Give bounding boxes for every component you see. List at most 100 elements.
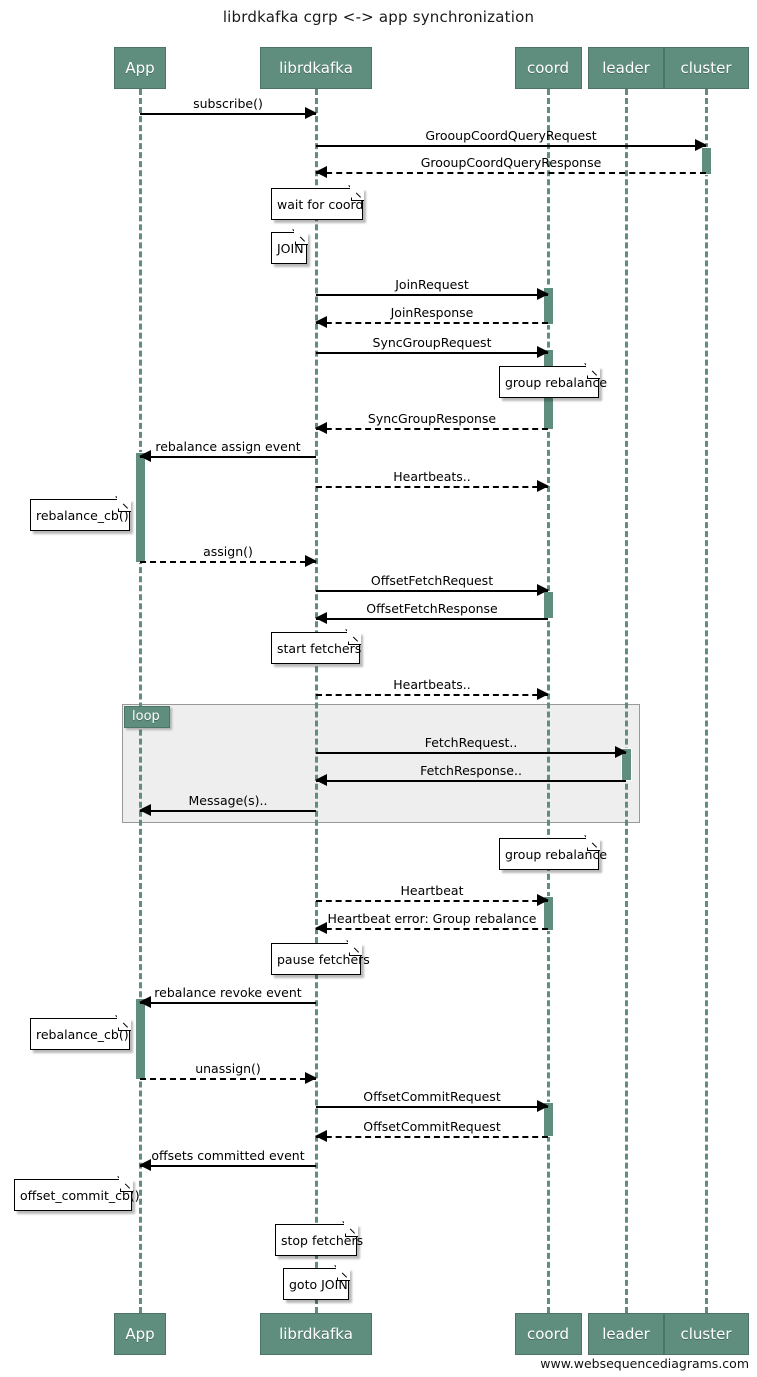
message-arrow: Heartbeats.. bbox=[316, 469, 549, 492]
arrow-line bbox=[316, 352, 548, 354]
message-arrow: offsets committed event bbox=[139, 1148, 316, 1171]
message-label: Heartbeat error: Group rebalance bbox=[327, 911, 537, 926]
note: offset_commit_cb() bbox=[14, 1177, 140, 1211]
message-label: OffsetCommitRequest bbox=[363, 1119, 501, 1134]
message-arrow: GrooupCoordQueryResponse bbox=[315, 155, 706, 178]
arrow-line bbox=[140, 561, 316, 563]
message-arrow: assign() bbox=[140, 544, 317, 567]
arrow-head-right bbox=[537, 584, 549, 596]
arrow-line bbox=[316, 900, 548, 902]
note-label: rebalance_cb() bbox=[36, 1026, 129, 1042]
note: stop fetchers bbox=[275, 1222, 363, 1256]
arrow-line bbox=[140, 1165, 316, 1167]
message-label: OffsetFetchRequest bbox=[370, 573, 494, 588]
fragment-label-loop: loop bbox=[124, 706, 170, 728]
message-arrow: subscribe() bbox=[140, 96, 317, 119]
note-fold-corner-icon bbox=[117, 497, 131, 512]
message-label: assign() bbox=[203, 544, 253, 559]
message-label: JoinResponse bbox=[390, 305, 474, 320]
arrow-line bbox=[140, 456, 316, 458]
arrow-head-right bbox=[537, 480, 549, 492]
note-label: pause fetchers bbox=[277, 951, 370, 967]
note-fold-corner-icon bbox=[119, 1177, 133, 1192]
watermark-footer: www.websequencediagrams.com bbox=[540, 1356, 749, 1371]
note: wait for coord bbox=[271, 186, 364, 220]
arrow-head-left bbox=[139, 450, 151, 462]
note-label: group rebalance bbox=[505, 374, 608, 390]
participant-bottom-coord[interactable]: coord bbox=[514, 1313, 582, 1355]
note-fold-corner-icon bbox=[294, 230, 308, 245]
arrow-line bbox=[316, 172, 706, 174]
message-arrow: Heartbeats.. bbox=[316, 677, 549, 700]
arrow-head-right bbox=[537, 346, 549, 358]
participant-bottom-librdkafka[interactable]: librdkafka bbox=[260, 1313, 372, 1355]
message-arrow: OffsetFetchResponse bbox=[315, 601, 548, 624]
message-arrow: rebalance assign event bbox=[139, 439, 316, 462]
note-fold-corner-icon bbox=[336, 1266, 350, 1281]
arrow-line bbox=[140, 1002, 316, 1004]
participant-top-leader[interactable]: leader bbox=[588, 47, 664, 89]
participant-bottom-leader[interactable]: leader bbox=[588, 1313, 664, 1355]
lifeline-leader bbox=[625, 89, 628, 1313]
note: group rebalance bbox=[499, 836, 607, 870]
note-fold-corner-icon bbox=[348, 941, 362, 956]
message-arrow: JoinRequest bbox=[316, 277, 549, 300]
note-fold-corner-icon bbox=[586, 836, 600, 851]
arrow-head-left bbox=[315, 1130, 327, 1142]
message-arrow: unassign() bbox=[140, 1061, 317, 1084]
lifeline-librdkafka bbox=[315, 89, 318, 1313]
participant-top-cluster[interactable]: cluster bbox=[663, 47, 749, 89]
message-label: FetchResponse.. bbox=[420, 763, 522, 778]
message-label: SyncGroupRequest bbox=[372, 335, 492, 350]
message-arrow: rebalance revoke event bbox=[139, 985, 316, 1008]
note-label: group rebalance bbox=[505, 846, 608, 862]
participant-top-librdkafka[interactable]: librdkafka bbox=[260, 47, 372, 89]
message-label: rebalance revoke event bbox=[154, 985, 302, 1000]
message-arrow: SyncGroupResponse bbox=[315, 411, 548, 434]
arrow-line bbox=[316, 590, 548, 592]
message-label: GrooupCoordQueryRequest bbox=[425, 128, 597, 143]
note-label: rebalance_cb() bbox=[36, 507, 129, 523]
arrow-line bbox=[316, 294, 548, 296]
arrow-head-left bbox=[139, 804, 151, 816]
message-label: GrooupCoordQueryResponse bbox=[420, 155, 602, 170]
message-arrow: OffsetCommitRequest bbox=[316, 1089, 549, 1112]
fragment-loop bbox=[122, 704, 640, 823]
message-label: FetchRequest.. bbox=[424, 735, 518, 750]
arrow-head-right bbox=[537, 1100, 549, 1112]
note: goto JOIN bbox=[283, 1266, 350, 1300]
arrow-line bbox=[316, 322, 548, 324]
note-label: offset_commit_cb() bbox=[20, 1187, 140, 1203]
message-arrow: GrooupCoordQueryRequest bbox=[316, 128, 707, 151]
arrow-line bbox=[140, 810, 316, 812]
note-label: wait for coord bbox=[277, 196, 364, 212]
message-label: JoinRequest bbox=[395, 277, 469, 292]
message-arrow: JoinResponse bbox=[315, 305, 548, 328]
message-arrow: FetchRequest.. bbox=[316, 735, 627, 758]
diagram-title: librdkafka cgrp <-> app synchronization bbox=[222, 8, 535, 26]
arrow-line bbox=[316, 1136, 548, 1138]
message-label: Message(s).. bbox=[188, 793, 268, 808]
lifeline-cluster bbox=[705, 89, 708, 1313]
message-arrow: OffsetFetchRequest bbox=[316, 573, 549, 596]
arrow-line bbox=[316, 928, 548, 930]
arrow-head-right bbox=[305, 1072, 317, 1084]
participant-bottom-app[interactable]: App bbox=[114, 1313, 166, 1355]
lifeline-app bbox=[139, 89, 142, 1313]
arrow-head-left bbox=[315, 612, 327, 624]
arrow-line bbox=[140, 113, 316, 115]
participant-top-app[interactable]: App bbox=[114, 47, 166, 89]
note: group rebalance bbox=[499, 364, 607, 398]
arrow-head-right bbox=[615, 746, 627, 758]
message-label: SyncGroupResponse bbox=[367, 411, 497, 426]
arrow-line bbox=[316, 486, 548, 488]
arrow-line bbox=[316, 694, 548, 696]
note: start fetchers bbox=[271, 630, 361, 664]
participant-bottom-cluster[interactable]: cluster bbox=[663, 1313, 749, 1355]
arrow-line bbox=[316, 618, 548, 620]
participant-top-coord[interactable]: coord bbox=[514, 47, 582, 89]
arrow-head-left bbox=[139, 996, 151, 1008]
arrow-line bbox=[316, 1106, 548, 1108]
message-arrow: Message(s).. bbox=[139, 793, 316, 816]
message-arrow: Heartbeat bbox=[316, 883, 549, 906]
